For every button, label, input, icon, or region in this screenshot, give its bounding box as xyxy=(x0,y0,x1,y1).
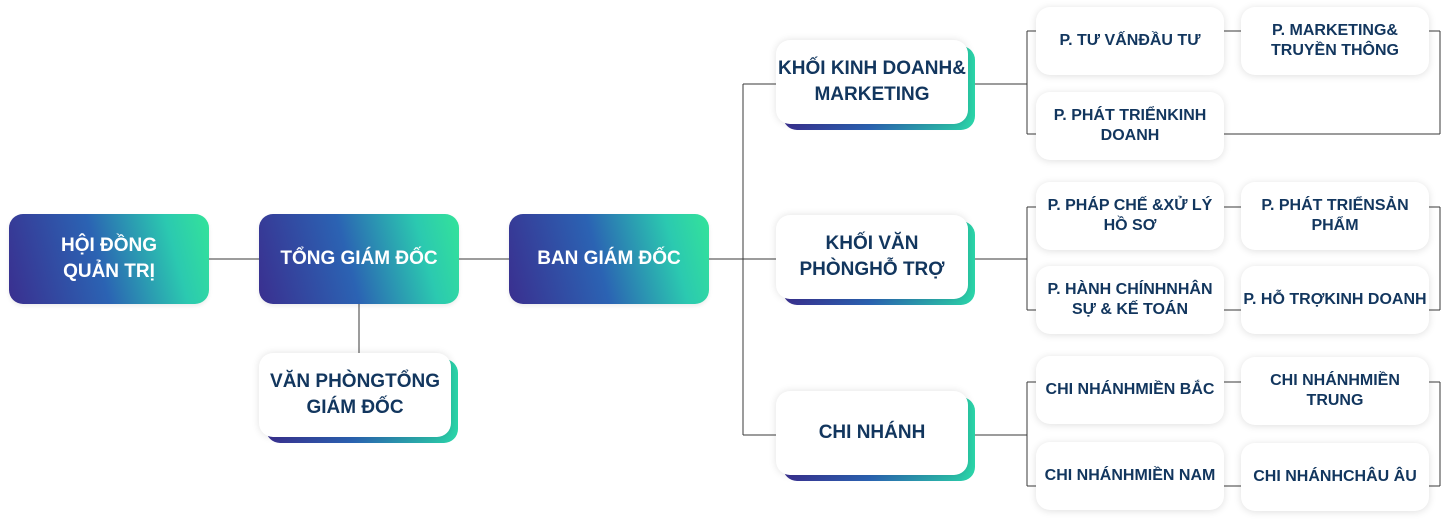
ceo-label: TỔNG GIÁM ĐỐC xyxy=(280,248,438,269)
support-line-1: P. HỖ TRỢ xyxy=(1243,291,1325,308)
invest-line-2: ĐẦU TƯ xyxy=(1138,32,1201,49)
ceo-box: TỔNG GIÁM ĐỐC xyxy=(259,214,459,304)
branches-block-box: CHI NHÁNH xyxy=(776,391,975,481)
bizdev-line-2: KINH DOANH xyxy=(1100,107,1207,144)
europe-line-2: CHÂU ÂU xyxy=(1343,468,1417,485)
legal-records-dept: P. PHÁP CHẾ &XỬ LÝ HỒ SƠ xyxy=(1036,182,1224,250)
central-line-1: CHI NHÁNH xyxy=(1270,372,1360,389)
product-development-dept: P. PHÁT TRIỂNSẢN PHẨM xyxy=(1241,182,1429,250)
support-line-2: KINH DOANH xyxy=(1324,291,1427,308)
branches-label: CHI NHÁNH xyxy=(818,422,926,443)
bizdev-line-1: P. PHÁT TRIỂN xyxy=(1053,107,1168,124)
northern-branch: CHI NHÁNHMIỀN BẮC xyxy=(1036,356,1224,424)
central-line-2: MIỀN TRUNG xyxy=(1306,372,1400,409)
board-line-2: QUẢN TRỊ xyxy=(63,261,155,282)
board-line-1: HỘI ĐỒNG xyxy=(60,235,158,256)
ceo-office-box: VĂN PHÒNGTỔNG GIÁM ĐỐC xyxy=(259,353,458,443)
central-branch: CHI NHÁNHMIỀN TRUNG xyxy=(1241,357,1429,425)
admin-line-2: NHÂN SỰ & KẾ TOÁN xyxy=(1071,281,1213,318)
ceo-office-line-2: TỔNG GIÁM ĐỐC xyxy=(306,371,440,418)
board-of-management-box: BAN GIÁM ĐỐC xyxy=(509,214,709,304)
management-label: BAN GIÁM ĐỐC xyxy=(537,248,681,269)
board-of-directors-box: HỘI ĐỒNG QUẢN TRỊ xyxy=(9,214,209,304)
admin-hr-accounting-dept: P. HÀNH CHÍNHNHÂN SỰ & KẾ TOÁN xyxy=(1036,266,1224,334)
admin-line-1: P. HÀNH CHÍNH xyxy=(1047,281,1167,298)
southern-branch: CHI NHÁNHMIỀN NAM xyxy=(1036,442,1224,510)
legal-line-2: XỬ LÝ HỒ SƠ xyxy=(1103,197,1213,234)
south-line-2: MIỀN NAM xyxy=(1134,467,1216,484)
marketing-line-2: & TRUYỀN THÔNG xyxy=(1271,22,1399,59)
business-support-dept: P. HỖ TRỢKINH DOANH xyxy=(1241,266,1429,334)
office-line-2: HỖ TRỢ xyxy=(869,259,945,280)
business-line-1: KHỐI KINH DOANH xyxy=(778,58,953,79)
legal-line-1: P. PHÁP CHẾ & xyxy=(1047,197,1164,214)
business-marketing-block-box: KHỐI KINH DOANH& MARKETING xyxy=(776,40,975,130)
north-line-2: MIỀN BẮC xyxy=(1135,381,1215,398)
marketing-communications-dept: P. MARKETING& TRUYỀN THÔNG xyxy=(1241,7,1429,75)
office-support-block-box: KHỐI VĂN PHÒNGHỖ TRỢ xyxy=(776,215,975,305)
ceo-office-line-1: VĂN PHÒNG xyxy=(270,371,386,392)
invest-line-1: P. TƯ VẤN xyxy=(1059,32,1139,49)
marketing-line-1: P. MARKETING xyxy=(1272,22,1387,39)
north-line-1: CHI NHÁNH xyxy=(1045,381,1136,398)
business-line-2: & MARKETING xyxy=(814,58,966,105)
office-line-1: KHỐI VĂN PHÒNG xyxy=(799,233,919,280)
product-line-1: P. PHÁT TRIỂN xyxy=(1261,197,1375,214)
europe-line-1: CHI NHÁNH xyxy=(1253,468,1343,485)
business-development-dept: P. PHÁT TRIỂNKINH DOANH xyxy=(1036,92,1224,160)
south-line-1: CHI NHÁNH xyxy=(1044,467,1135,484)
investment-advisory-dept: P. TƯ VẤNĐẦU TƯ xyxy=(1036,7,1224,75)
europe-branch: CHI NHÁNHCHÂU ÂU xyxy=(1241,443,1429,511)
product-line-2: SẢN PHẨM xyxy=(1311,197,1409,234)
